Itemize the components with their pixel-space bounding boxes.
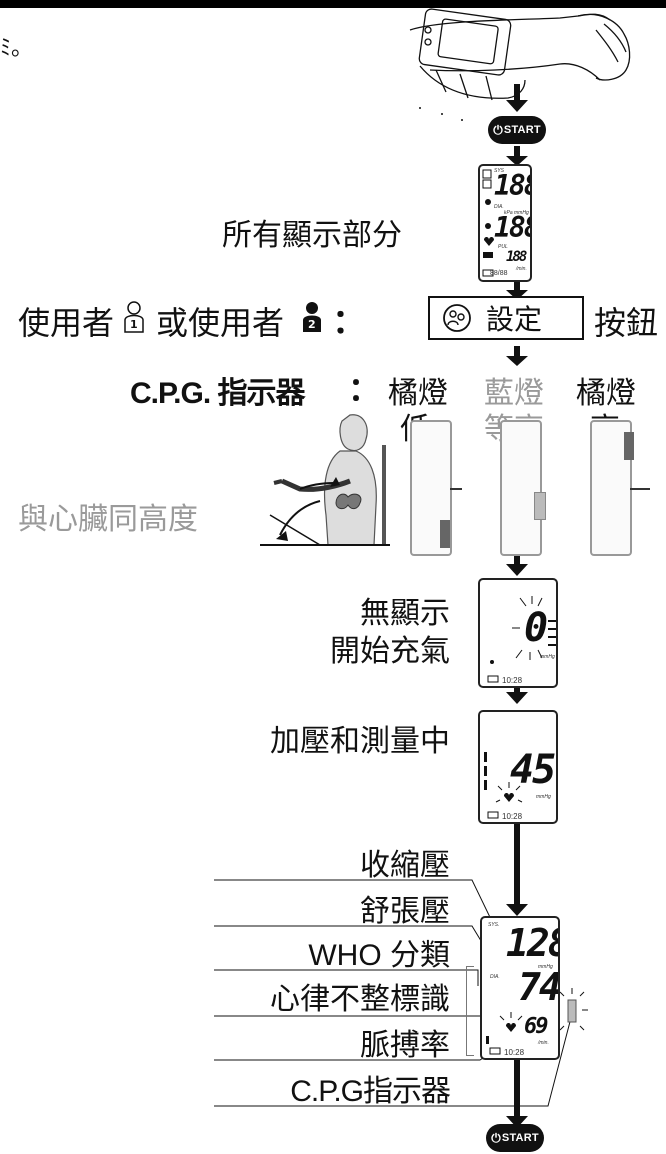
lcd-result-icons — [486, 1012, 523, 1055]
set-button[interactable]: 設定 — [428, 296, 584, 340]
lcd-dia-digits: 188 — [494, 211, 530, 244]
start-inflate-label: 開始充氣 — [330, 634, 450, 669]
set-label: 設定 — [486, 303, 543, 336]
label-arrhythmia: 心律不整標識 — [270, 982, 450, 1017]
lcd-measure-time: 10:28 — [502, 812, 523, 821]
lcd-dia-label: DIA. — [494, 204, 504, 210]
lcd-date: 88/88 — [490, 270, 508, 277]
display-all-label: 所有顯示部分 — [222, 218, 402, 253]
cpg-label: C.P.G. 指示器 — [130, 377, 305, 410]
lcd-result-sys: 128 — [506, 921, 558, 965]
cpg-light-high — [624, 432, 634, 460]
lcd-result-unit: mmHg — [538, 964, 553, 970]
lcd-result-permin: /min. — [538, 1040, 549, 1046]
lcd-measure-icons — [484, 752, 523, 819]
cpg-colon: ： — [348, 370, 381, 408]
cpg-panel-low — [410, 420, 452, 556]
cpg-blink-icon — [559, 988, 588, 1031]
lcd-pul-label: PUL — [498, 244, 508, 250]
lcd-pulse-digits: 188 — [506, 249, 527, 265]
lcd-inflate: 0 mmHg 10:28 — [478, 578, 558, 688]
power-icon: ⏻ — [491, 1130, 501, 1145]
start-button-end[interactable]: ⏻START — [486, 1124, 544, 1152]
lcd-measure: 45 mmHg 10:28 — [478, 710, 558, 824]
lcd-sys-label: SYS — [494, 168, 505, 174]
lcd-result-pulse: 69 — [524, 1014, 548, 1039]
heart-level-label: 與心臟同高度 — [18, 502, 198, 537]
power-icon: ⏻ — [493, 122, 503, 137]
cut-off-text: ﾐ。 — [0, 36, 34, 61]
cpg-mid-color: 藍燈 — [484, 376, 544, 411]
lcd-measure-digits: 45 — [510, 747, 556, 793]
colon: ： — [332, 302, 366, 342]
lcd-result-sys-label: SYS. — [488, 922, 500, 928]
lcd-all-segments: SYS 188 DIA. kPa mmHg 188 PUL 188 /min. … — [478, 164, 532, 282]
cpg-low-color: 橘燈 — [388, 376, 448, 411]
button-suffix: 按鈕 — [594, 304, 659, 342]
lcd-result-time: 10:28 — [504, 1048, 525, 1057]
seated-person-illustration — [260, 414, 390, 546]
who-bar — [466, 966, 474, 1056]
start-button[interactable]: ⏻START — [488, 116, 546, 144]
label-pulse: 脈搏率 — [360, 1028, 450, 1063]
cpg-light-low — [440, 520, 450, 548]
label-who: WHO 分類 — [308, 939, 450, 972]
lcd-measure-unit: mmHg — [536, 794, 551, 800]
no-display-label: 無顯示 — [360, 596, 450, 631]
user1-text: 使用者 — [18, 304, 115, 342]
cpg-light-mid — [534, 492, 546, 520]
user1-icon — [124, 301, 144, 333]
lcd-result-dia: 74 — [518, 965, 560, 1009]
cpg-panel-high — [590, 420, 634, 556]
cpg-level-mark-high — [630, 488, 650, 490]
lcd-result-dia-label: DIA. — [490, 974, 500, 980]
users-set-icon — [443, 304, 471, 332]
user2-num: 2 — [308, 318, 316, 331]
cpg-level-mark — [450, 488, 462, 490]
cpg-panel-mid — [500, 420, 546, 556]
top-bar — [0, 0, 666, 8]
lcd-unit-label: kPa mmHg — [504, 210, 529, 216]
lcd-blink-rays — [487, 596, 556, 683]
cpg-high-color: 橘燈 — [576, 376, 636, 411]
user2-text: 或使用者 — [156, 304, 285, 342]
lcd-result: SYS. 128 mmHg DIA. 74 69 /min. 10:28 — [480, 916, 560, 1060]
lcd-sys-digits: 188 — [494, 169, 530, 202]
measuring-label: 加壓和測量中 — [270, 724, 450, 759]
user1-num: 1 — [130, 318, 138, 331]
label-diastolic: 舒張壓 — [360, 894, 450, 929]
lcd-zero-time: 10:28 — [502, 676, 523, 685]
lcd-icons — [482, 169, 494, 277]
lcd-zero-digit: 0 — [524, 605, 548, 651]
lcd-permin-label: /min. — [516, 266, 527, 272]
label-systolic: 收縮壓 — [360, 848, 450, 883]
label-cpg: C.P.G指示器 — [290, 1075, 451, 1108]
lcd-zero-unit: mmHg — [540, 654, 555, 660]
user2-icon — [303, 302, 321, 332]
